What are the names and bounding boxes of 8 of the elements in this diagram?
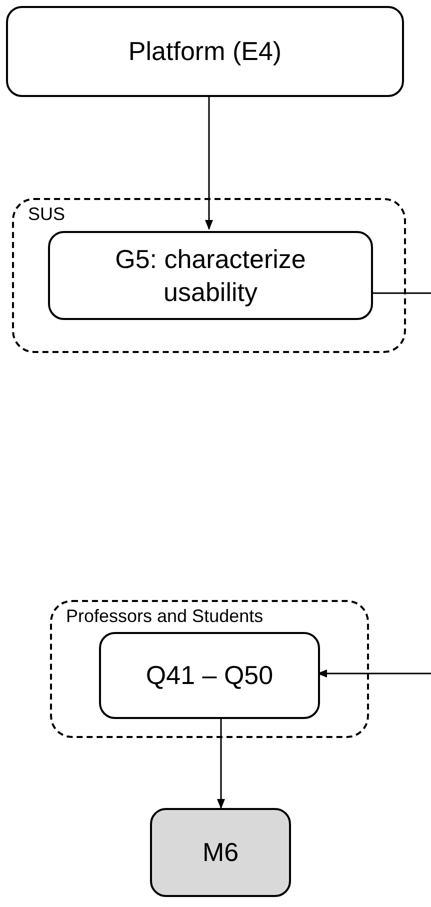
process-box: G5: characterize usability — [48, 231, 373, 320]
process-box: Q41 – Q50 — [99, 632, 320, 719]
process-box: Platform (E4) — [6, 6, 404, 97]
process-box: M6 — [150, 808, 291, 897]
arrow — [205, 97, 213, 230]
arrow — [217, 717, 225, 809]
dashed-group-box — [50, 600, 369, 738]
dashed-group-box — [12, 198, 406, 353]
